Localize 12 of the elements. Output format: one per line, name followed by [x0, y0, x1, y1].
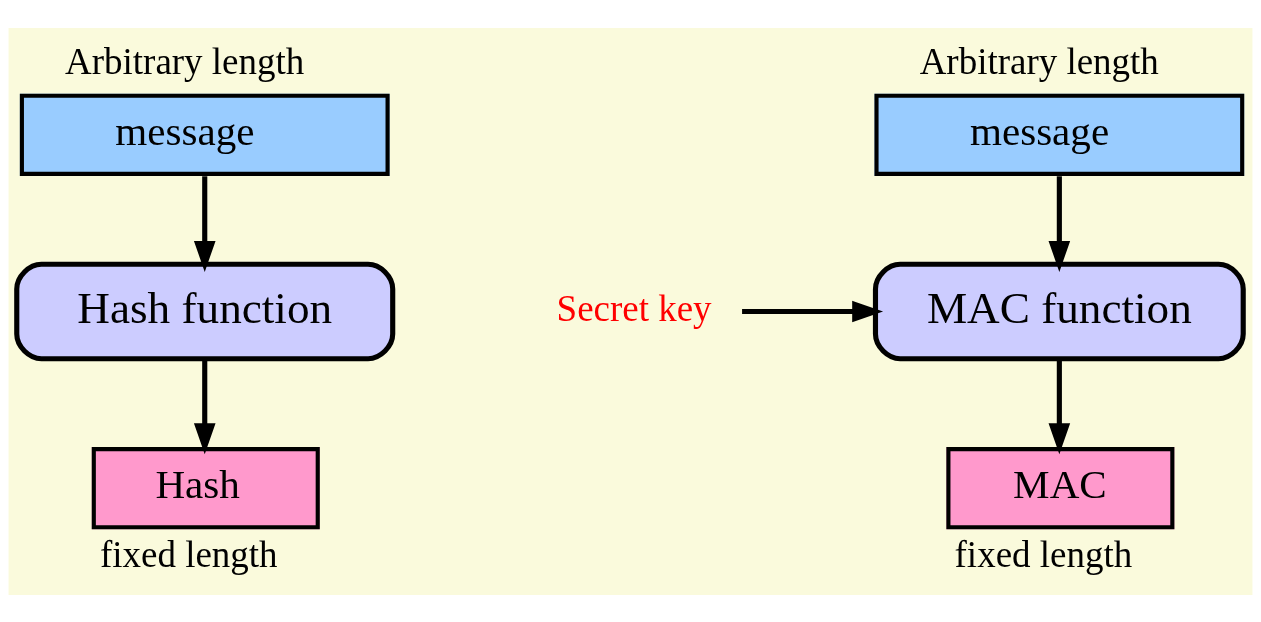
node-label: fixed length — [99, 533, 278, 575]
node-label: Arbitrary length — [65, 40, 305, 82]
arrow — [193, 175, 216, 272]
node-text: Secret key — [556, 287, 712, 329]
node-box: Hash function — [14, 261, 396, 361]
node-label: Arbitrary length — [919, 40, 1159, 82]
arrow — [1048, 175, 1071, 272]
arrow — [193, 358, 216, 454]
arrow — [742, 300, 884, 322]
arrow — [1048, 358, 1071, 454]
node-box: MAC function — [872, 261, 1246, 361]
node-label: fixed length — [954, 533, 1133, 575]
